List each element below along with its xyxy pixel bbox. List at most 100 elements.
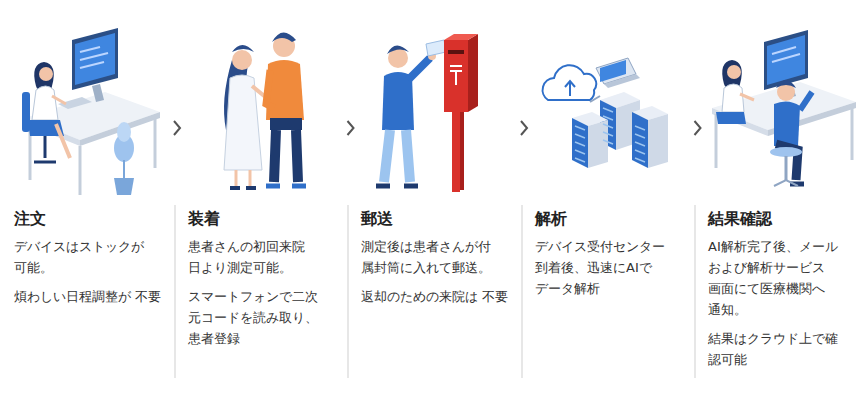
order-scene-shape (22, 92, 30, 132)
result-scene-shape (774, 180, 798, 186)
step-column: 装着患者さんの初回来院 日より測定可能。スマートフォンで二次 元コードを読み取り… (188, 20, 340, 357)
mail-scene-shape (408, 58, 430, 80)
analysis-scene-shape (590, 96, 600, 102)
result-scene-shape (716, 112, 746, 124)
result-scene-shape (774, 101, 800, 146)
analysis-scene-shape (543, 65, 597, 100)
analysis-scene-shape-shape (603, 108, 613, 112)
step-chevron (174, 121, 180, 135)
analysis-scene-shape (604, 74, 640, 88)
result-scene-shape (764, 30, 808, 90)
analysis-scene-shape-shape (648, 114, 668, 168)
column-separators-shape (695, 205, 696, 378)
order-scene (22, 28, 160, 195)
order-scene-shape (25, 118, 80, 146)
step-description: 結果はクラウド上で確 認可能 (708, 328, 860, 370)
step-chevron (695, 121, 701, 135)
result-scene-shape (715, 114, 718, 168)
step-description: AI解析完了後、メール および解析サービス 画面にて医療機関へ 通知。 (708, 236, 860, 320)
mail-scene-shape (444, 34, 478, 40)
attach-scene-shape (266, 60, 304, 120)
step-chevron (521, 121, 527, 135)
analysis-scene-shape-shape (572, 118, 588, 168)
step-heading: 解析 (535, 208, 687, 230)
attach-scene-shape (266, 70, 274, 108)
attach-scene-shape (230, 186, 256, 190)
result-scene-shape (772, 54, 800, 62)
step-column: 注文デバイスはストックが 可能。煩わしい日程調整が 不要 (14, 20, 166, 315)
attach-scene-shape (272, 32, 296, 42)
step-column: 解析デバイス受付センター 到着後、迅速にAIで データ解析 (535, 20, 687, 307)
analysis-scene-shape-shape (575, 134, 585, 138)
result-scene-shape (772, 47, 796, 54)
step-heading: 郵送 (361, 208, 513, 230)
result-scene-shape (722, 84, 744, 112)
mail-scene-shape (426, 40, 446, 56)
result-scene-shape (800, 92, 812, 110)
order-scene-shape (56, 124, 70, 158)
order-scene-shape (52, 96, 66, 104)
mail-scene-shape (460, 112, 464, 190)
analysis-scene-shape-shape (603, 132, 613, 136)
analysis-scene-shape-shape (635, 150, 645, 154)
result-scene-shape (770, 147, 802, 157)
step-column: 結果確認AI解析完了後、メール および解析サービス 画面にて医療機関へ 通知。結… (708, 20, 860, 378)
step-chevron (348, 121, 354, 135)
step-description: スマートフォンで二次 元コードを読み取り、 患者登録 (188, 286, 340, 349)
step-heading: 注文 (14, 208, 166, 230)
analysis-scene-shape-shape (588, 120, 608, 168)
mail-scene-shape (450, 66, 462, 85)
result-scene-shape (785, 156, 788, 180)
result-scene-shape (727, 65, 741, 79)
attach-scene-shape (274, 130, 298, 182)
analysis-scene-shape-shape (575, 150, 585, 154)
analysis-scene-shape-shape (603, 124, 613, 128)
result-scene-shape (767, 35, 805, 85)
order-scene-shape (72, 28, 118, 90)
column-separators (175, 205, 695, 378)
result-scene-shape (776, 80, 796, 88)
mail-scene-shape (444, 40, 468, 112)
order-scene-shape (75, 33, 115, 85)
analysis-scene-shape-shape (635, 126, 645, 130)
attach-scene-shape (270, 118, 302, 130)
step-description: 測定後は患者さんが付 属封筒に入れて郵送。 (361, 236, 513, 278)
order-scene-shape (80, 53, 108, 60)
order-scene-shape (114, 178, 134, 195)
order-scene-shape (80, 62, 104, 68)
attach-scene-shape (249, 170, 252, 188)
analysis-scene-shape-shape (603, 140, 613, 144)
attach-scene-shape (235, 170, 238, 188)
attach-scene (224, 32, 306, 188)
analysis-scene-shape-shape (603, 116, 613, 120)
analysis-scene-shape-shape (632, 112, 648, 168)
result-scene-shape (712, 108, 768, 136)
step-description: 患者さんの初回来院 日より測定可能。 (188, 236, 340, 278)
order-scene-shape (44, 136, 47, 158)
analysis-scene-shape (575, 108, 645, 162)
analysis-scene-shape-shape (575, 142, 585, 146)
step-column: 郵送測定後は患者さんが付 属封筒に入れて郵送。返却のための来院は 不要 (361, 20, 513, 315)
analysis-scene-shape-shape (635, 134, 645, 138)
attach-scene-shape (232, 45, 254, 52)
mail-scene-shape (468, 34, 478, 112)
order-scene-shape (154, 118, 157, 168)
result-scene-shape (740, 94, 754, 100)
mail-scene-shape (452, 112, 460, 192)
order-scene-shape (34, 161, 56, 164)
attach-scene-shape (232, 50, 252, 70)
step-description: 返却のための来院は 不要 (361, 286, 513, 307)
column-separators-shape (348, 205, 349, 378)
analysis-scene-shape-shape (635, 158, 645, 162)
result-scene (712, 30, 856, 186)
analysis-scene (543, 58, 668, 168)
order-scene-shape (79, 146, 82, 195)
step-heading: 装着 (188, 208, 340, 230)
analysis-scene-shape (572, 92, 668, 168)
step-description: デバイス受付センター 到着後、迅速にAIで データ解析 (535, 236, 687, 299)
mail-scene-shape (387, 45, 409, 54)
order-scene-shape (39, 67, 53, 81)
analysis-scene-shape (565, 81, 575, 96)
mail-scene (376, 34, 478, 192)
attach-scene-shape (266, 184, 306, 189)
